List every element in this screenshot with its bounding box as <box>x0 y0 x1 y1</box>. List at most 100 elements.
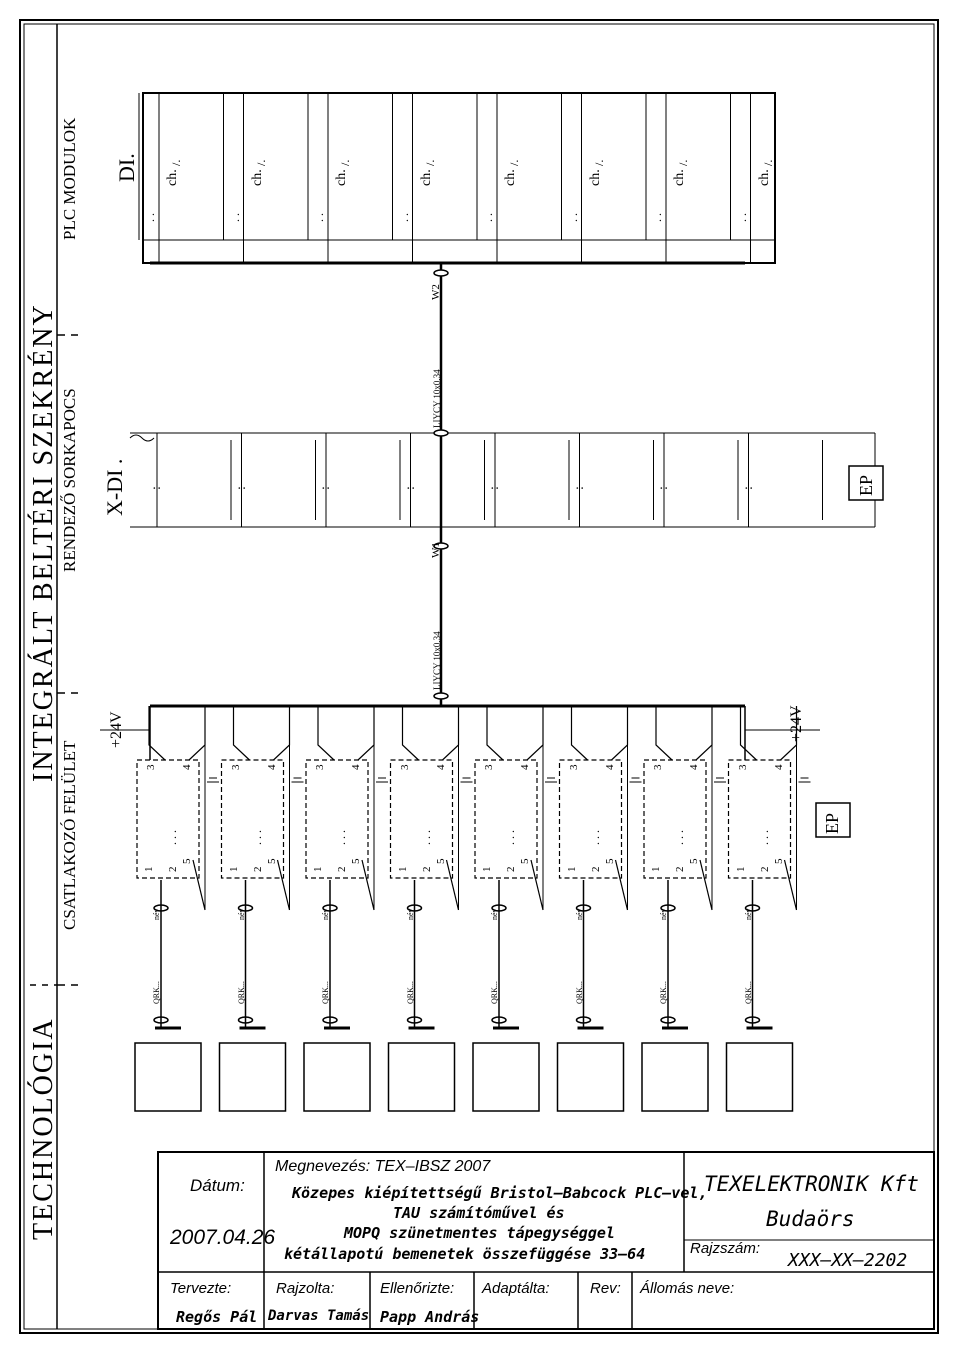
ellenorizte-label: Ellenőrizte: <box>380 1280 455 1297</box>
pin-2: 2 <box>505 866 517 873</box>
plc-slash: /. <box>760 159 775 166</box>
outer-frame <box>19 19 939 1334</box>
wire-tag: név <box>405 908 415 920</box>
device-tag: QRK... <box>405 981 415 1004</box>
ep-top-label: EP <box>856 474 876 496</box>
pin-4: 4 <box>688 764 700 771</box>
tervezte-value: Regős Pál <box>176 1308 258 1326</box>
device-dots: . . . <box>249 830 264 845</box>
plc-dots: . . <box>734 213 749 222</box>
sensor-module <box>643 759 707 879</box>
bus-link <box>148 706 166 761</box>
pin-4: 4 <box>772 764 785 771</box>
allomas-label: Állomás neve: <box>640 1280 735 1297</box>
device-dots: . . . <box>672 830 686 845</box>
pin-1: 1 <box>227 866 240 873</box>
sensor-module <box>305 759 369 879</box>
field-device-box <box>472 1042 540 1112</box>
bus-link-2 <box>695 706 713 761</box>
plc-slash: /. <box>507 159 521 166</box>
ellenorizte-value: Papp András <box>380 1308 480 1326</box>
terminal-dots: : <box>656 486 671 490</box>
plc-dots: . . <box>396 213 411 222</box>
ep-bottom-label: EP <box>822 812 842 834</box>
bus-link <box>401 706 419 761</box>
field-device-box <box>303 1042 371 1112</box>
field-device-box <box>387 1042 456 1112</box>
plc-dots: . . <box>650 213 664 222</box>
bus-link <box>739 706 757 761</box>
pin-5: 5 <box>603 858 616 865</box>
pin-2: 2 <box>589 866 602 873</box>
bus-link-2 <box>442 706 460 761</box>
di-label: DI. <box>114 153 139 182</box>
xdi-wave-left-top <box>129 434 155 442</box>
section-integralt: INTEGRÁLT BELTÉRI SZEKRÉNY <box>28 303 59 782</box>
pin-4: 4 <box>519 764 531 771</box>
pin-2: 2 <box>674 866 686 873</box>
wire-tag: név <box>152 908 161 920</box>
pin-2: 2 <box>251 866 264 873</box>
plc-ch: ch. <box>503 169 518 186</box>
inner-frame <box>23 23 935 1330</box>
return-wire <box>445 859 460 911</box>
pin-4: 4 <box>265 764 278 771</box>
field-device-box <box>134 1042 202 1112</box>
bus-link <box>655 706 673 761</box>
channel-group <box>134 93 823 1112</box>
desc-line-1: Közepes kiépítettségű Bristol–Babcock PL… <box>292 1184 708 1202</box>
return-wire <box>783 859 798 911</box>
ep-bottom-box <box>815 802 851 838</box>
pin-2: 2 <box>758 866 771 873</box>
device-dots: . . . <box>418 830 433 845</box>
return-wire <box>361 859 375 911</box>
rajzolta-value: Darvas Tamás <box>268 1308 370 1324</box>
pin-3: 3 <box>314 764 326 771</box>
bus-link-2 <box>526 706 544 761</box>
plc-dots: . . <box>143 213 157 222</box>
pin-3: 3 <box>483 764 495 771</box>
wire-tag: név <box>321 908 330 920</box>
device-tag: QRK... <box>236 981 246 1004</box>
device-tag: QRK... <box>659 981 668 1004</box>
return-wire <box>699 859 713 911</box>
v24-right-label: +24V <box>788 705 805 742</box>
pin-1: 1 <box>565 866 578 873</box>
device-tag: QRK... <box>574 981 584 1004</box>
sensor-module <box>220 759 285 879</box>
bus-link <box>570 706 588 761</box>
bus-link-2 <box>188 706 206 761</box>
cable1-marker <box>433 692 449 700</box>
plc-ch: ch. <box>756 169 772 186</box>
cable2-label: LIYCY 10x0,34 <box>432 369 442 428</box>
pin-1: 1 <box>650 866 662 873</box>
field-device-box <box>725 1042 794 1112</box>
pin-1: 1 <box>143 866 155 873</box>
pin-3: 3 <box>652 764 664 771</box>
cable2-marker <box>433 429 449 437</box>
device-tag: QRK... <box>152 981 161 1004</box>
pin-3: 3 <box>145 764 157 771</box>
device-dots: . . . <box>165 830 179 845</box>
plc-ch: ch. <box>418 169 434 186</box>
pin-1: 1 <box>481 866 493 873</box>
pin-1: 1 <box>734 866 747 873</box>
section-rendezo: RENDEZŐ SORKAPOCS <box>60 388 79 572</box>
plc-dots: . . <box>481 213 495 222</box>
xdi-label: X-DI . <box>102 458 127 516</box>
return-wire <box>614 859 629 911</box>
bus-link <box>486 706 504 761</box>
pin-4: 4 <box>350 764 362 771</box>
device-dots: . . . <box>503 830 517 845</box>
w2-label: W2 <box>430 284 442 300</box>
terminal-dots: : <box>233 486 249 490</box>
sensor-module <box>389 759 454 879</box>
datum-value: 2007.04.26 <box>170 1226 276 1249</box>
bus-link-2 <box>273 706 291 761</box>
pin-5: 5 <box>519 858 531 865</box>
megnevezes: Megnevezés: TEX–IBSZ 2007 <box>275 1158 491 1175</box>
rajzszam-label: Rajzszám: <box>690 1240 761 1257</box>
wire-tag: név <box>743 908 753 920</box>
rajzolta-label: Rajzolta: <box>276 1280 335 1297</box>
